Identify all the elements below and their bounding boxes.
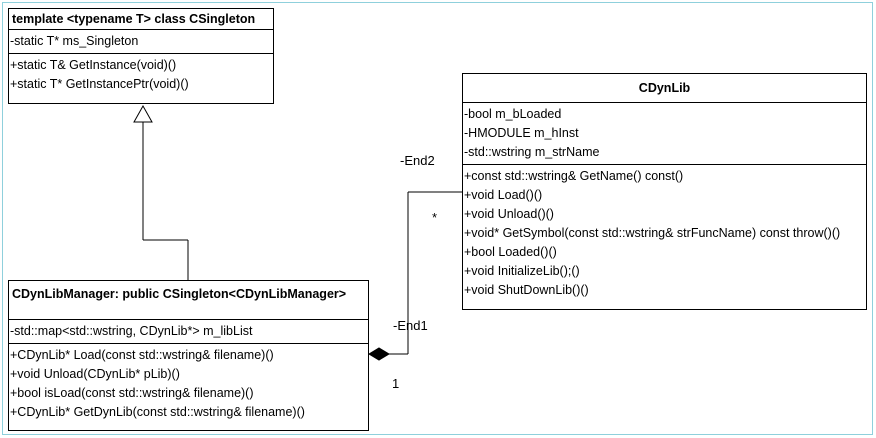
class-cdynlib[interactable]: CDynLib -bool m_bLoaded -HMODULE m_hInst… (462, 73, 867, 310)
operation: +const std::wstring& GetName() const() (464, 169, 684, 183)
attributes-section: -std::map<std::wstring, CDynLib*> m_libL… (9, 320, 368, 344)
operation: +CDynLib* GetDynLib(const std::wstring& … (10, 405, 305, 419)
operation: +void InitializeLib();() (464, 264, 580, 278)
operation: +bool Loaded()() (464, 245, 557, 259)
attribute: -bool m_bLoaded (464, 107, 562, 121)
operation: +bool isLoad(const std::wstring& filenam… (10, 386, 254, 400)
inheritance-arrowhead (133, 104, 153, 123)
operations-section: +const std::wstring& GetName() const() +… (463, 165, 866, 302)
operation: +static T* GetInstancePtr(void)() (10, 77, 189, 91)
end1-multiplicity-label: 1 (392, 376, 400, 391)
attribute: -std::wstring m_strName (464, 145, 600, 159)
operations-section: +CDynLib* Load(const std::wstring& filen… (9, 344, 368, 424)
attribute: -static T* ms_Singleton (10, 34, 139, 48)
operations-section: +static T& GetInstance(void)() +static T… (9, 54, 273, 96)
operation: +void Unload(CDynLib* pLib)() (10, 367, 180, 381)
operation: +void* GetSymbol(const std::wstring& str… (464, 226, 841, 240)
attributes-section: -bool m_bLoaded -HMODULE m_hInst -std::w… (463, 103, 866, 165)
attributes-section: -static T* ms_Singleton (9, 30, 273, 54)
operation: +void Unload()() (464, 207, 554, 221)
end2-role-label: -End2 (400, 153, 435, 168)
attribute: -HMODULE m_hInst (464, 126, 579, 140)
class-csingleton[interactable]: template <typename T> class CSingleton -… (8, 8, 274, 104)
composition-diamond (368, 347, 390, 361)
end2-multiplicity-label: * (432, 210, 438, 225)
end1-role-label: -End1 (393, 318, 428, 333)
operation: +void Load()() (464, 188, 543, 202)
attribute: -std::map<std::wstring, CDynLib*> m_libL… (10, 324, 253, 338)
class-name: template <typename T> class CSingleton (9, 9, 273, 30)
operation: +CDynLib* Load(const std::wstring& filen… (10, 348, 274, 362)
operation: +static T& GetInstance(void)() (10, 58, 177, 72)
class-name: CDynLib (463, 74, 866, 103)
operation: +void ShutDownLib()() (464, 283, 589, 297)
class-name: CDynLibManager: public CSingleton<CDynLi… (9, 281, 368, 320)
class-cdynlibmanager[interactable]: CDynLibManager: public CSingleton<CDynLi… (8, 280, 369, 431)
